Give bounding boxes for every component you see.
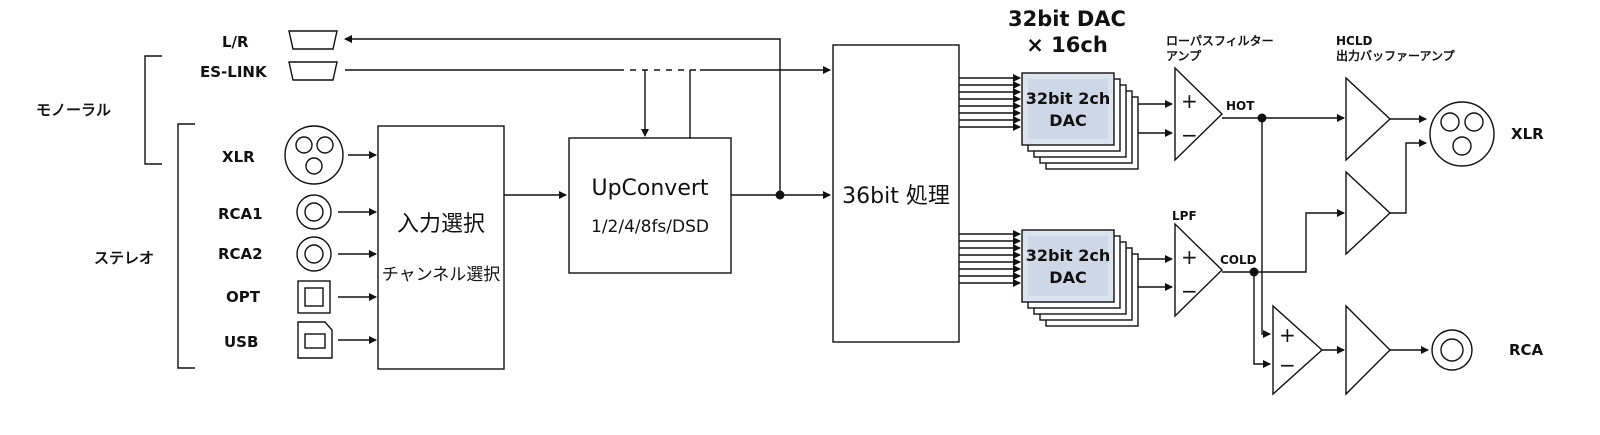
lr-connector-icon [288,30,338,50]
lpf-lower-minus: − [1181,279,1198,303]
eslink-connector-icon [288,61,338,81]
mono-bracket [144,55,162,165]
upconvert-block [568,137,732,274]
usb-connector-icon [297,321,333,359]
xlr-output-connector-icon [1429,101,1495,167]
channel-select-label: チャンネル選択 [382,265,501,285]
input-selector-block [377,125,505,370]
opt-connector-icon [297,280,331,314]
lpf-opamp-lower [1174,222,1224,318]
lpf-opamp-upper [1174,66,1224,162]
dac-to-lpf-arrows [1138,100,1173,291]
cold-label: COLD [1220,253,1257,267]
input-label-eslink: ES-LINK [200,63,268,81]
hcld-title-line2: 出力バッファーアンプ [1336,48,1456,63]
dac-stack-upper [1021,72,1139,170]
input-label-rca1: RCA1 [218,205,263,223]
mono-group-label: モノーラル [36,101,111,119]
output-label-xlr: XLR [1511,125,1544,143]
hcld-title-line1: HCLD [1336,34,1372,48]
stereo-bracket [177,123,195,369]
diff-minus: − [1279,353,1296,377]
dac-title-line1: 32bit DAC [1008,7,1126,31]
dac-lower-input-arrows [959,230,1021,287]
hot-label: HOT [1226,99,1255,113]
input-label-xlr: XLR [222,148,255,166]
cold-signal-path [1222,209,1345,368]
dac-stack-lower [1021,229,1139,327]
lpf-label: LPF [1172,209,1197,223]
input-label-lr: L/R [222,33,249,51]
hot-signal-path [1222,113,1345,338]
upconvert-rates-label: 1/2/4/8fs/DSD [591,217,709,237]
lpf-title-line2: アンプ [1166,48,1202,63]
lpf-upper-plus: + [1181,89,1198,113]
input-label-usb: USB [224,333,258,351]
rca2-connector-icon [296,236,332,272]
rca-buffer-amp [1345,304,1391,396]
hcld-buffer-cold [1345,170,1392,256]
dac-upper-label-2: DAC [1049,111,1086,130]
dac-upper-label-1: 32bit 2ch [1026,89,1110,108]
lpf-upper-minus: − [1181,123,1198,147]
diff-plus: + [1279,323,1296,347]
xlr-input-connector-icon [284,125,344,185]
hcld-to-xlr-arrows [1390,115,1427,214]
dac-lower-label-1: 32bit 2ch [1026,246,1110,265]
input-label-opt: OPT [226,288,261,306]
output-label-rca: RCA [1509,341,1544,359]
processing-label: 36bit 処理 [842,184,950,209]
dac-lower-label-2: DAC [1049,268,1086,287]
input-label-rca2: RCA2 [218,245,263,263]
lpf-lower-plus: + [1181,245,1198,269]
rca1-connector-icon [296,194,332,230]
dac-title-line2: × 16ch [1026,33,1108,57]
hcld-buffer-hot [1345,76,1392,162]
rca-diff-opamp [1272,304,1324,396]
upconvert-label: UpConvert [591,176,708,201]
lr-return-line [344,35,781,195]
processing-block [832,44,960,343]
input-select-label: 入力選択 [397,212,485,237]
eslink-line [345,66,831,138]
upconvert-to-processing-arrow [731,190,831,200]
lpf-title-line1: ローパスフィルター [1166,34,1274,48]
dac-upper-input-arrows [959,74,1021,131]
input-arrows [338,151,377,344]
stereo-group-label: ステレオ [94,249,154,267]
rca-output-connector-icon [1431,329,1473,371]
